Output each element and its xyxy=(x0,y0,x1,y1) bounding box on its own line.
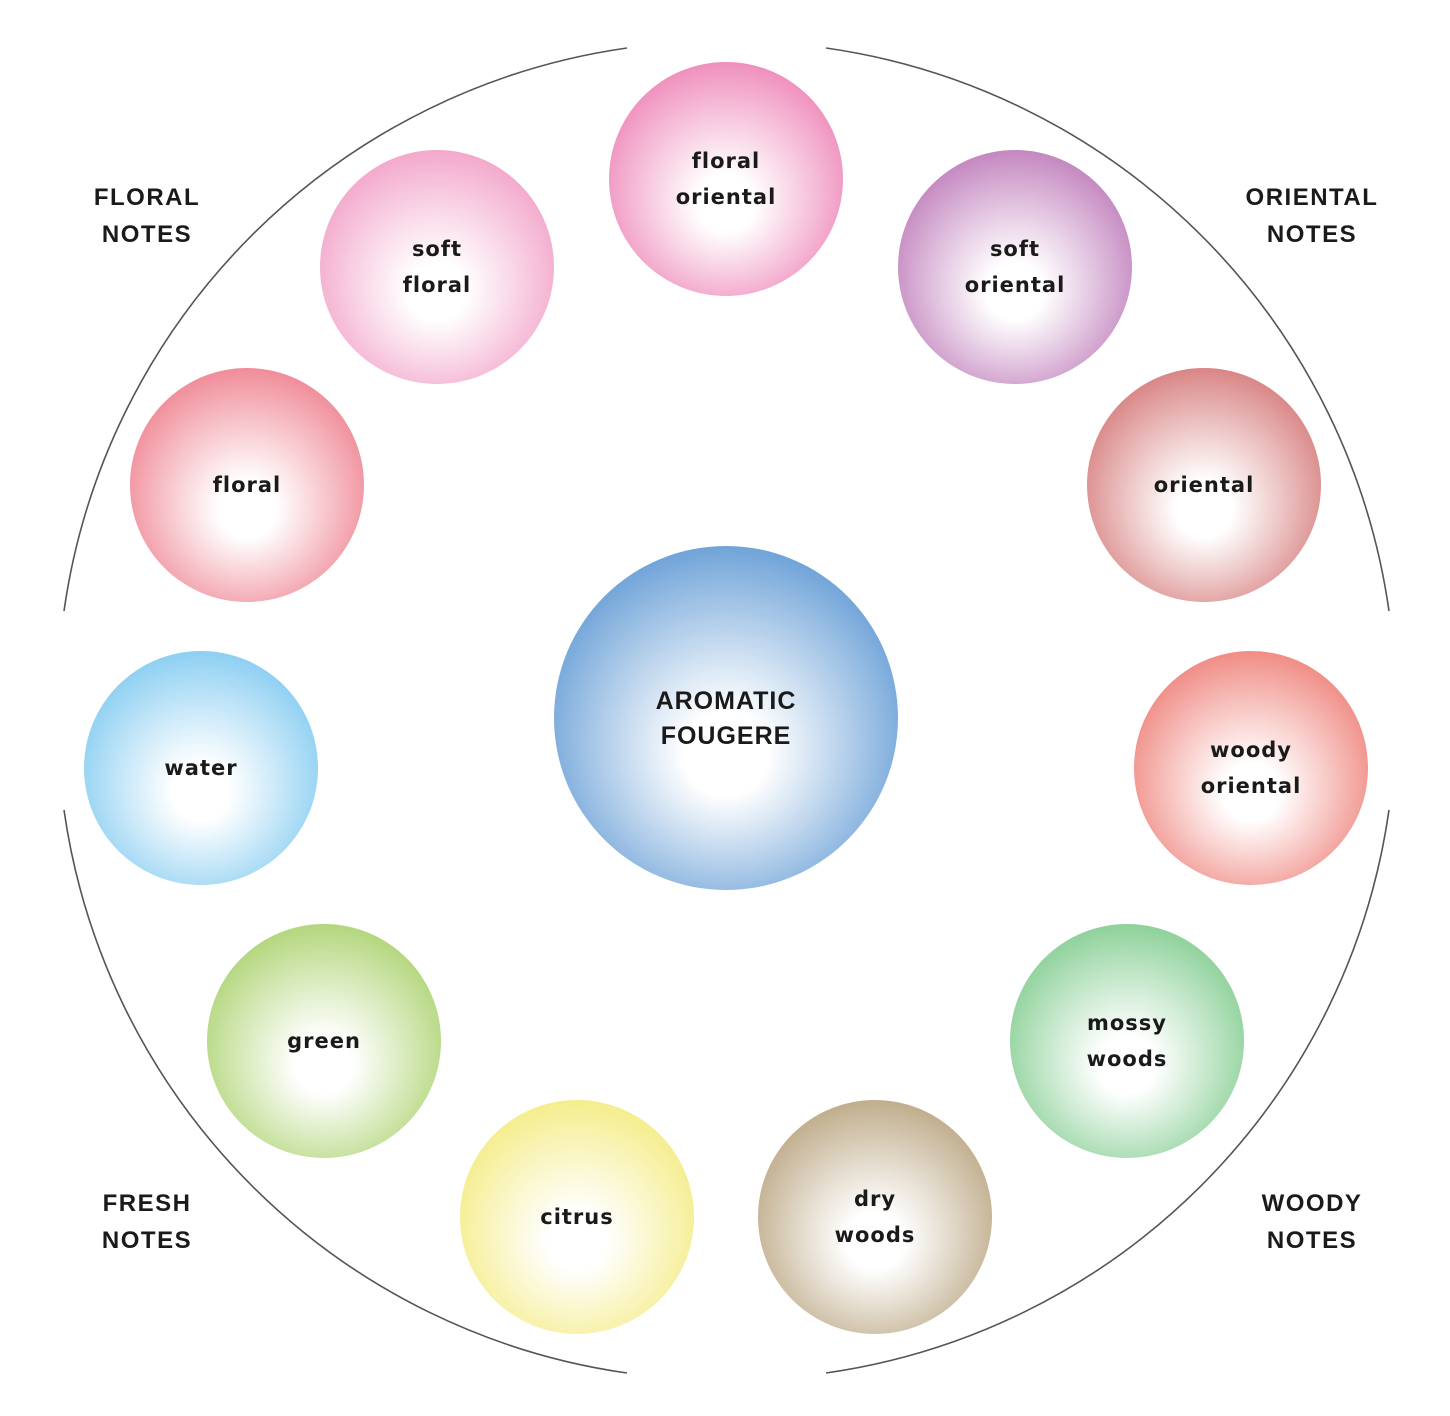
group-label-fresh-line1: FRESH xyxy=(103,1190,192,1217)
group-label-floral-line1: FLORAL xyxy=(94,184,200,211)
center-label-line2: FOUGERE xyxy=(661,722,792,750)
family-sphere-citrus xyxy=(460,1100,694,1334)
family-node-floral: floral xyxy=(130,368,364,602)
ring-arc-floral xyxy=(63,47,628,612)
family-label-mossy-woods-line2: woods xyxy=(1087,1047,1168,1071)
group-label-oriental-line1: ORIENTAL xyxy=(1246,184,1379,211)
group-label-woody-line1: WOODY xyxy=(1262,1190,1363,1217)
family-spheres: floral oriental soft oriental oriental woody o… xyxy=(84,62,1368,1334)
family-label-soft-floral-line1: soft xyxy=(412,237,462,261)
family-node-mossy-woods: mossy woods xyxy=(1010,924,1244,1158)
group-label-woody: WOODY NOTES xyxy=(1262,1190,1363,1254)
group-label-fresh: FRESH NOTES xyxy=(102,1190,192,1254)
family-label-soft-oriental-line1: soft xyxy=(990,237,1040,261)
family-node-woody-oriental: woody oriental xyxy=(1134,651,1368,885)
family-node-green: green xyxy=(207,924,441,1158)
ring-arc-oriental xyxy=(825,47,1390,612)
family-label-mossy-woods-line1: mossy xyxy=(1087,1011,1167,1035)
family-label-green-line1: green xyxy=(287,1029,361,1053)
family-label-floral-line1: floral xyxy=(213,473,282,497)
family-label-floral-oriental-line2: oriental xyxy=(676,185,777,209)
family-label-dry-woods-line1: dry xyxy=(854,1187,896,1211)
center-sphere xyxy=(554,546,898,890)
family-node-oriental: oriental xyxy=(1087,368,1321,602)
family-sphere-floral xyxy=(130,368,364,602)
family-label-dry-woods-line2: woods xyxy=(835,1223,916,1247)
family-sphere-dry-woods xyxy=(758,1100,992,1334)
family-label-woody-oriental-line1: woody xyxy=(1210,738,1292,762)
family-node-citrus: citrus xyxy=(460,1100,694,1334)
family-label-water-line1: water xyxy=(164,756,237,780)
family-sphere-soft-floral xyxy=(320,150,554,384)
group-label-floral: FLORAL NOTES xyxy=(94,184,200,248)
family-node-dry-woods: dry woods xyxy=(758,1100,992,1334)
ring-arc-fresh xyxy=(63,809,628,1374)
group-label-oriental-line2: NOTES xyxy=(1267,221,1357,248)
family-label-citrus-line1: citrus xyxy=(540,1205,614,1229)
group-label-fresh-line2: NOTES xyxy=(102,1227,192,1254)
group-label-woody-line2: NOTES xyxy=(1267,1227,1357,1254)
center-label-line1: AROMATIC xyxy=(656,687,797,715)
family-node-water: water xyxy=(84,651,318,885)
family-node-soft-floral: soft floral xyxy=(320,150,554,384)
outer-ring xyxy=(63,47,1390,1374)
group-label-oriental: ORIENTAL NOTES xyxy=(1246,184,1379,248)
family-sphere-water xyxy=(84,651,318,885)
family-sphere-green xyxy=(207,924,441,1158)
family-sphere-mossy-woods xyxy=(1010,924,1244,1158)
family-label-oriental-line1: oriental xyxy=(1154,473,1255,497)
family-label-soft-oriental-line2: oriental xyxy=(965,273,1066,297)
family-label-soft-floral-line2: floral xyxy=(403,273,472,297)
family-node-floral-oriental: floral oriental xyxy=(609,62,843,296)
family-label-floral-oriental-line1: floral xyxy=(692,149,761,173)
group-label-floral-line2: NOTES xyxy=(102,221,192,248)
family-node-soft-oriental: soft oriental xyxy=(898,150,1132,384)
family-sphere-woody-oriental xyxy=(1134,651,1368,885)
family-sphere-oriental xyxy=(1087,368,1321,602)
center-node: AROMATIC FOUGERE xyxy=(554,546,898,890)
family-sphere-floral-oriental xyxy=(609,62,843,296)
family-sphere-soft-oriental xyxy=(898,150,1132,384)
family-label-woody-oriental-line2: oriental xyxy=(1201,774,1302,798)
ring-arc-woody xyxy=(825,809,1390,1374)
